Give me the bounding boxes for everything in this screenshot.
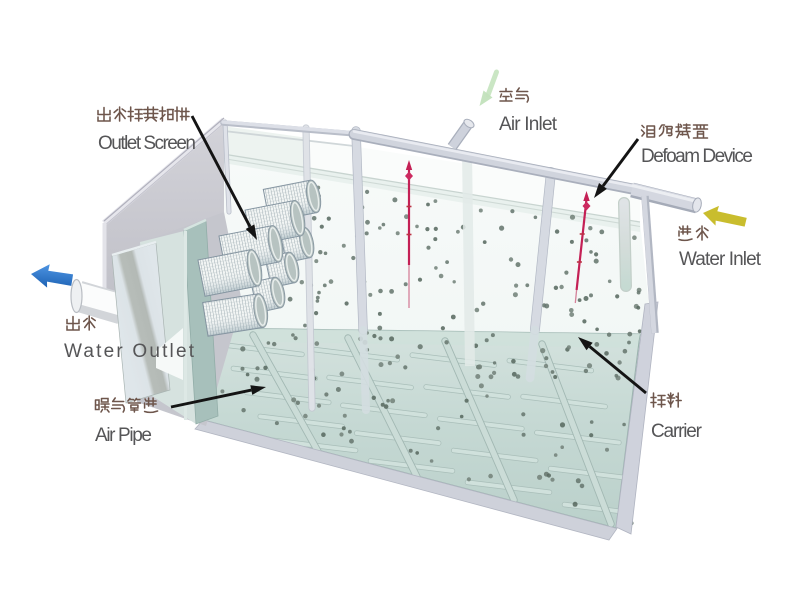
svg-text:Defoam Device: Defoam Device [641,146,753,167]
svg-text:Water Inlet: Water Inlet [679,249,762,270]
svg-text:Outlet Screen: Outlet Screen [98,133,196,154]
svg-text:Air Inlet: Air Inlet [499,114,558,135]
svg-text:Air Pipe: Air Pipe [95,425,152,446]
svg-text:Water Outlet: Water Outlet [64,341,195,362]
svg-text:Carrier: Carrier [651,421,703,442]
